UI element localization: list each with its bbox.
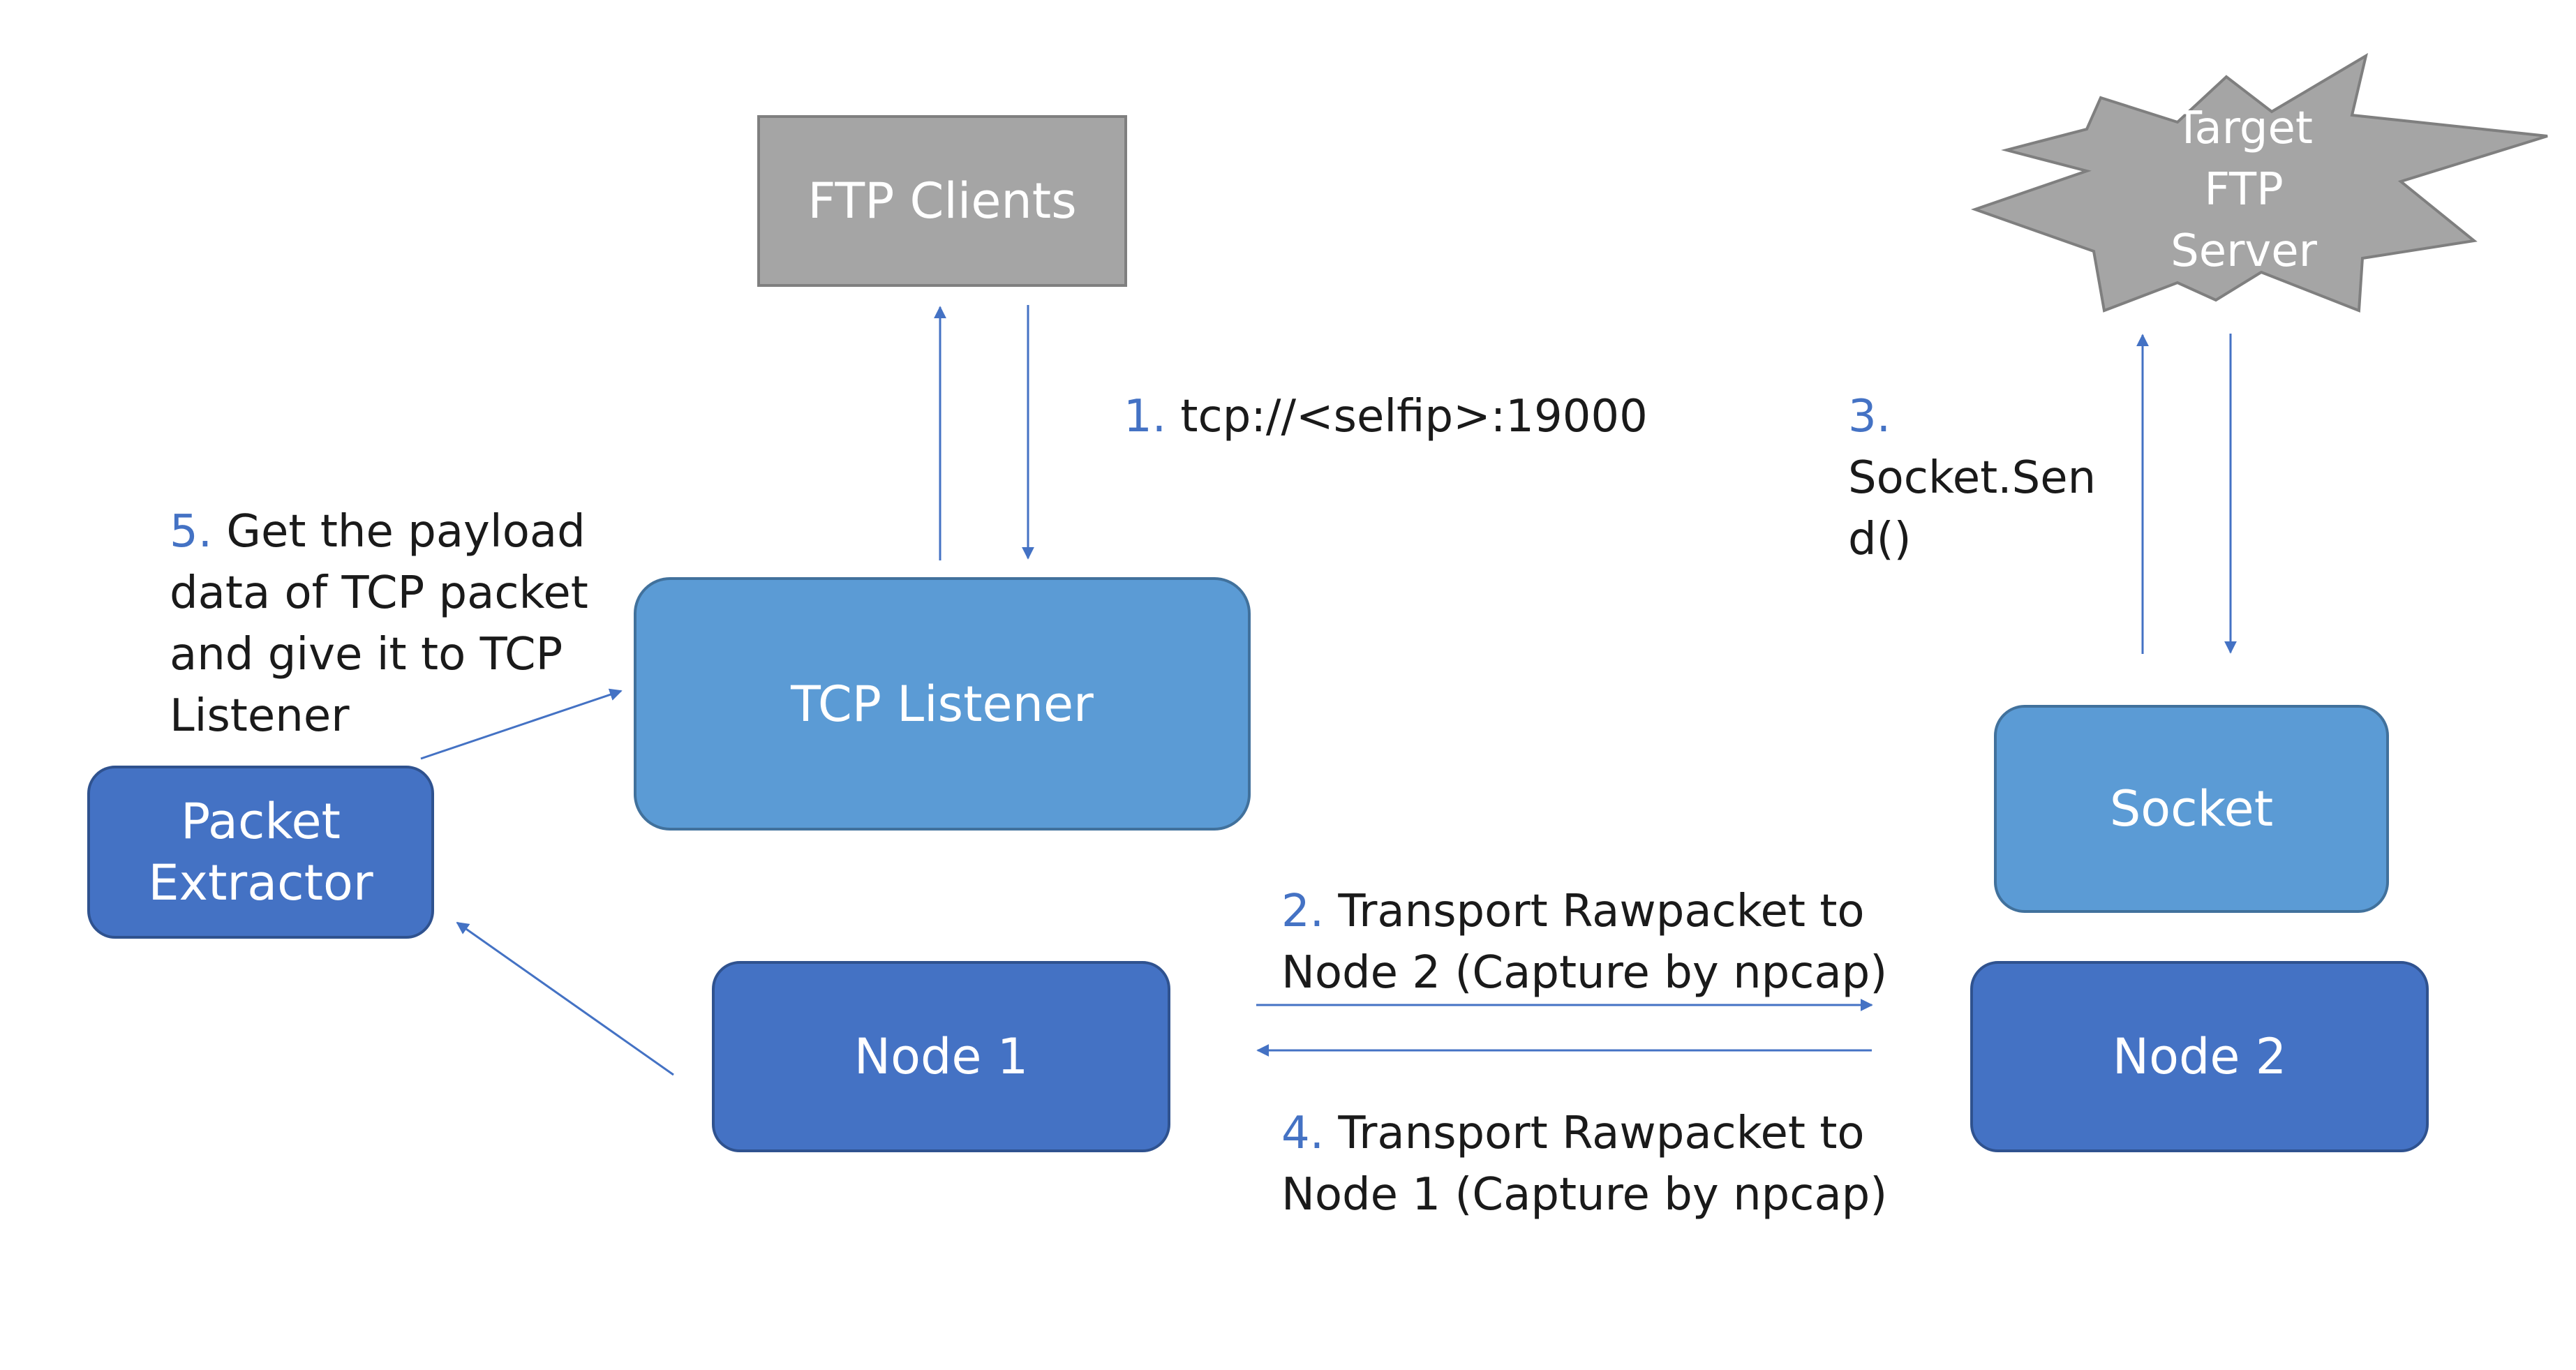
step-1-text: tcp://<selfip>:19000: [1180, 391, 1648, 442]
step-3-text-line-2: d(): [1848, 514, 1912, 565]
socket-node: Socket: [1994, 705, 2389, 913]
step-2-text-line-1: Transport Rawpacket to: [1338, 886, 1865, 937]
step-5-number: 5.: [170, 506, 213, 558]
tcp-listener-node: TCP Listener: [634, 577, 1251, 831]
step-1-note: 1. tcp://<selfip>:19000: [1124, 386, 1648, 447]
node-1-node: Node 1: [712, 961, 1170, 1152]
ftp-clients-node: FTP Clients: [757, 115, 1127, 287]
step-2-note: 2. Transport Rawpacket to Node 2 (Capture…: [1281, 881, 1887, 1004]
node-2-node: Node 2: [1970, 961, 2429, 1152]
tcp-listener-label: TCP Listener: [791, 675, 1094, 733]
step-4-text-line-1: Transport Rawpacket to: [1338, 1108, 1865, 1159]
step-4-number: 4.: [1281, 1108, 1325, 1159]
node-1-label: Node 1: [854, 1028, 1029, 1085]
step-2-number: 2.: [1281, 886, 1325, 937]
arrow-node1-to-extractor: [456, 921, 674, 1076]
step-3-text-line-1: Socket.Sen: [1848, 452, 2097, 504]
step-3-note: 3. Socket.Sen d(): [1848, 386, 2113, 570]
step-4-text-line-2: Node 1 (Capture by npcap): [1281, 1169, 1888, 1221]
step-4-note: 4. Transport Rawpacket to Node 1 (Capture…: [1281, 1103, 1887, 1226]
step-4-text: Transport Rawpacket to Node 1 (Capture by…: [1281, 1108, 1887, 1221]
step-2-text: Transport Rawpacket to Node 2 (Capture by…: [1281, 886, 1887, 999]
target-ftp-server-shape: [1970, 52, 2548, 313]
step-2-text-line-2: Node 2 (Capture by npcap): [1281, 947, 1888, 999]
node-2-label: Node 2: [2112, 1028, 2287, 1085]
socket-label: Socket: [2109, 780, 2274, 837]
packet-extractor-label: Packet Extractor: [148, 793, 373, 911]
target-ftp-server-label: Target FTP Server: [2171, 103, 2317, 277]
step-1-number: 1.: [1124, 391, 1167, 442]
arrow-extractor-to-listener: [420, 688, 623, 760]
step-3-number: 3.: [1848, 391, 1891, 442]
ftp-clients-label: FTP Clients: [807, 172, 1077, 230]
packet-extractor-node: Packet Extractor: [87, 766, 434, 939]
